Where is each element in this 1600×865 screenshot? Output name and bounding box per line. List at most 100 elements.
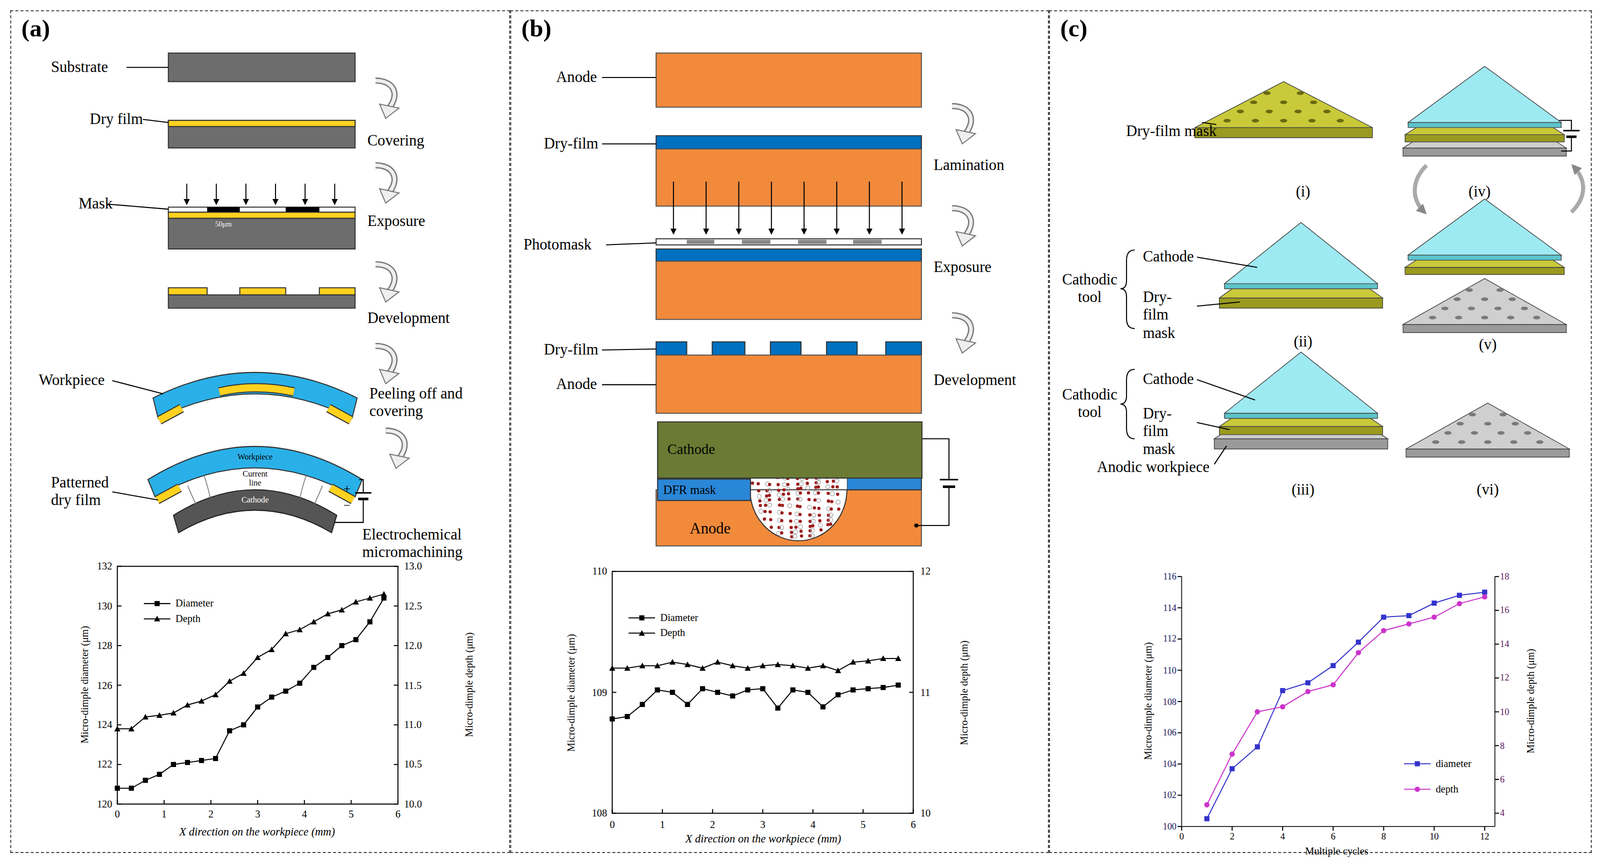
data-marker [759, 662, 766, 668]
particle [807, 498, 811, 502]
bubble [830, 491, 834, 496]
tick-mark [394, 605, 398, 607]
bubble [793, 530, 798, 534]
bubble [798, 497, 802, 501]
data-marker [639, 629, 645, 635]
micro-hole [1481, 297, 1488, 301]
data-marker [1204, 802, 1210, 808]
legend-text: diameter [1435, 757, 1471, 769]
axis-text: 132 [97, 560, 113, 572]
bubble [795, 512, 799, 516]
tick-mark [397, 800, 399, 804]
data-line [117, 598, 384, 788]
data-marker [128, 725, 135, 731]
plate-face [1408, 199, 1561, 255]
data-marker [820, 704, 826, 710]
bubble [816, 498, 821, 503]
axis-text: X direction on the workpiece (mm) [685, 832, 842, 846]
tick-mark [117, 764, 122, 765]
micro-hole [1441, 306, 1449, 310]
tick-mark [1495, 643, 1499, 645]
layer-label: Anode [690, 520, 731, 538]
axis-text: 12 [1480, 831, 1489, 842]
tick-mark [1177, 607, 1182, 609]
layer-box: Anode [657, 501, 923, 557]
step-label: Patterned dry film [51, 474, 133, 509]
tick-mark [909, 812, 913, 814]
particle [789, 519, 793, 523]
plate-edge [1195, 127, 1373, 138]
micro-hole [1469, 412, 1476, 416]
data-marker [805, 665, 811, 671]
tick-mark [913, 809, 914, 813]
step-label: Workpiece [39, 372, 105, 390]
tick-mark [1177, 576, 1182, 577]
data-marker [156, 712, 163, 718]
particle [798, 513, 802, 517]
data-marker [670, 690, 675, 695]
data-line [1207, 597, 1485, 805]
data-marker [1431, 600, 1437, 606]
plate-face [1408, 66, 1561, 123]
particle [805, 481, 809, 485]
particle [827, 499, 831, 503]
step-label: Anodic workpiece [1097, 458, 1210, 476]
axis-text: Current line [239, 469, 272, 488]
tick-mark [909, 692, 913, 693]
micro-hole [1507, 316, 1514, 320]
data-marker [324, 611, 331, 617]
tick-mark [712, 809, 713, 813]
data-marker [835, 667, 841, 673]
micro-hole [1294, 109, 1302, 113]
plate-edge [1219, 426, 1383, 435]
data-marker [1406, 621, 1412, 627]
step-label: Development [367, 309, 450, 327]
axis-text: 10 [920, 807, 931, 819]
legend-sample [143, 613, 172, 624]
particle [807, 491, 811, 495]
bubble [835, 479, 839, 483]
tick-mark [612, 692, 616, 693]
legend-text: Diameter [660, 611, 698, 623]
data-marker [624, 665, 630, 671]
particle [829, 507, 833, 511]
bubble [799, 482, 804, 486]
layer-label: DFR mask [663, 482, 716, 498]
plate-edge [1406, 449, 1570, 457]
particle [763, 517, 767, 521]
micro-hole [1481, 316, 1488, 320]
particle [817, 513, 821, 517]
plate-edge [1403, 324, 1567, 333]
micro-hole [1468, 306, 1475, 310]
legend-text: Depth [175, 613, 201, 624]
tick-mark [394, 645, 398, 646]
particle [764, 503, 768, 507]
data-marker [700, 686, 705, 691]
legend-sample [627, 627, 656, 638]
particle [798, 520, 802, 524]
data-marker [296, 626, 303, 632]
micro-hole [1252, 119, 1259, 123]
tick-mark [862, 809, 864, 813]
tick-mark [1495, 677, 1499, 679]
particle [778, 503, 782, 507]
plate-edge [1224, 413, 1378, 419]
legend-row: Diameter [627, 611, 698, 623]
data-marker [865, 658, 871, 664]
axis-text: 11.0 [404, 719, 422, 731]
particle [790, 531, 794, 535]
axis-text: 11 [920, 686, 931, 698]
axis-text: 6 [1331, 831, 1336, 842]
bubble [794, 519, 799, 524]
axis-text: 1 [161, 808, 167, 820]
tick-mark [117, 605, 122, 607]
bubble [810, 533, 814, 538]
data-marker [185, 760, 190, 765]
tick-mark [612, 812, 616, 814]
data-marker [609, 716, 615, 722]
axis-text: Micro-dimple diameter (μm) [565, 634, 577, 752]
particle [799, 491, 803, 495]
axis-text: Cathode [241, 495, 269, 505]
data-marker [685, 702, 690, 707]
data-marker [114, 725, 121, 731]
